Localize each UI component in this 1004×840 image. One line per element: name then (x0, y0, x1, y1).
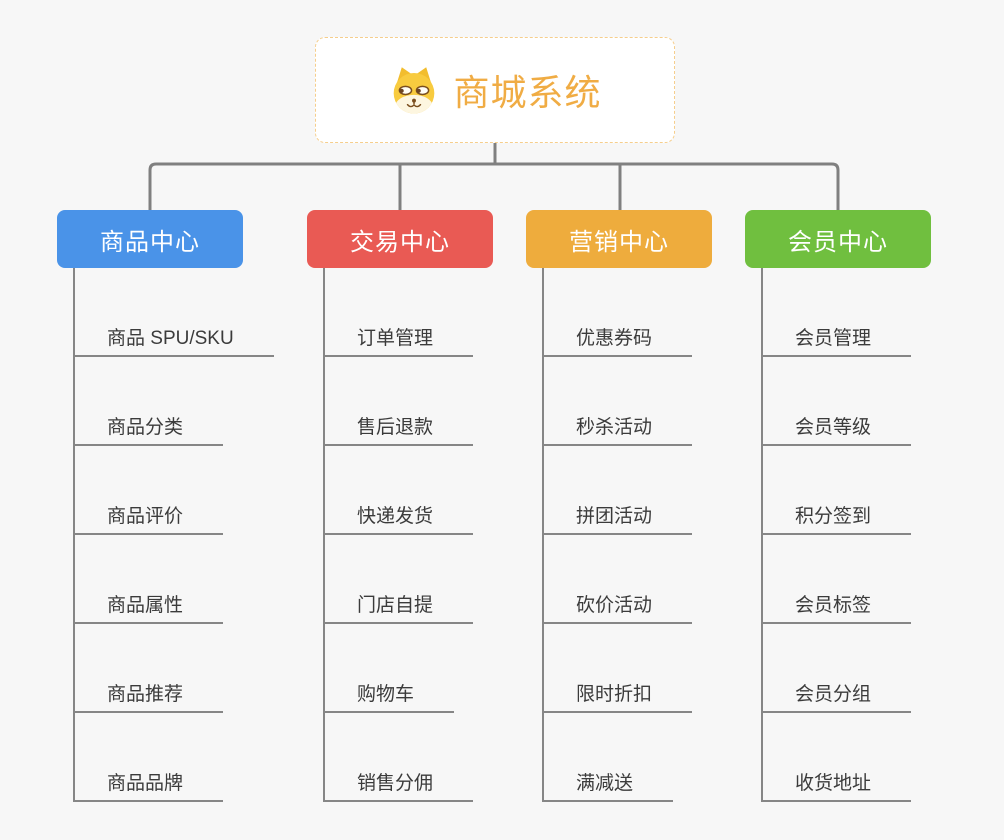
branch-item[interactable]: 会员等级 (763, 357, 912, 446)
branch-item[interactable]: 满减送 (544, 713, 674, 802)
branch-item[interactable]: 购物车 (325, 624, 455, 713)
branch-item[interactable]: 商品属性 (75, 535, 224, 624)
branch-item[interactable]: 优惠券码 (544, 268, 693, 357)
branch-item[interactable]: 订单管理 (325, 268, 474, 357)
branch-bus-line (148, 162, 840, 210)
branch-item-list: 会员管理 会员等级 积分签到 会员标签 会员分组 收货地址 (761, 268, 931, 802)
branch-trade-center: 交易中心 订单管理 售后退款 快递发货 门店自提 购物车 销售分佣 (307, 210, 493, 802)
branch-header-marketing-center[interactable]: 营销中心 (526, 210, 712, 268)
branch-item[interactable]: 会员分组 (763, 624, 912, 713)
branch-item[interactable]: 积分签到 (763, 446, 912, 535)
branch-item[interactable]: 会员管理 (763, 268, 912, 357)
branch-marketing-center: 营销中心 优惠券码 秒杀活动 拼团活动 砍价活动 限时折扣 满减送 (526, 210, 712, 802)
branch-header-trade-center[interactable]: 交易中心 (307, 210, 493, 268)
branch-item[interactable]: 砍价活动 (544, 535, 693, 624)
branch-item[interactable]: 商品评价 (75, 446, 224, 535)
branch-item[interactable]: 商品推荐 (75, 624, 224, 713)
branch-member-center: 会员中心 会员管理 会员等级 积分签到 会员标签 会员分组 收货地址 (745, 210, 931, 802)
branch-item[interactable]: 门店自提 (325, 535, 474, 624)
branch-item[interactable]: 商品分类 (75, 357, 224, 446)
branch-item[interactable]: 拼团活动 (544, 446, 693, 535)
branch-item[interactable]: 商品品牌 (75, 713, 224, 802)
branch-item-list: 订单管理 售后退款 快递发货 门店自提 购物车 销售分佣 (323, 268, 493, 802)
branch-item-list: 优惠券码 秒杀活动 拼团活动 砍价活动 限时折扣 满减送 (542, 268, 712, 802)
branch-item-list: 商品 SPU/SKU 商品分类 商品评价 商品属性 商品推荐 商品品牌 (73, 268, 274, 802)
branch-header-product-center[interactable]: 商品中心 (57, 210, 243, 268)
branch-header-member-center[interactable]: 会员中心 (745, 210, 931, 268)
doge-face-icon (388, 64, 440, 116)
branch-item[interactable]: 销售分佣 (325, 713, 474, 802)
branch-item[interactable]: 收货地址 (763, 713, 912, 802)
root-title: 商城系统 (453, 72, 602, 113)
branch-item[interactable]: 秒杀活动 (544, 357, 693, 446)
branch-product-center: 商品中心 商品 SPU/SKU 商品分类 商品评价 商品属性 商品推荐 商品品牌 (57, 210, 274, 802)
branch-item[interactable]: 限时折扣 (544, 624, 693, 713)
root-node[interactable]: 商城系统 (315, 37, 675, 143)
branch-item[interactable]: 商品 SPU/SKU (75, 268, 274, 357)
branch-item[interactable]: 售后退款 (325, 357, 474, 446)
branch-item[interactable]: 会员标签 (763, 535, 912, 624)
branch-item[interactable]: 快递发货 (325, 446, 474, 535)
